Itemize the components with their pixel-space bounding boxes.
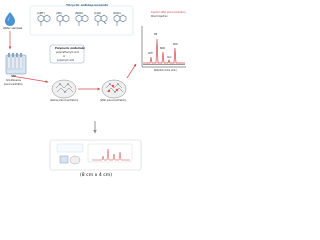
peak-label-nor: NOR xyxy=(160,47,165,50)
compound-structures xyxy=(37,14,127,26)
network-after xyxy=(101,79,127,99)
polymer-title: Polymeric materials: xyxy=(55,47,86,50)
water-drop-icon xyxy=(5,12,15,26)
compound-structure-amt xyxy=(37,14,51,26)
compound-structure-clo xyxy=(94,14,108,26)
peak-label-imi: IMI xyxy=(154,33,158,36)
compound-structure-nor xyxy=(75,14,89,26)
peak-label-amt: AMT xyxy=(148,52,153,55)
spe-subtitle-1: Simultaneous xyxy=(6,79,21,82)
bottle-rack-icon xyxy=(5,53,27,75)
graphical-abstract-diagram xyxy=(5,5,186,171)
before-label: (before preconcentration) xyxy=(50,99,79,102)
legend-item-2: Direct injection xyxy=(151,15,168,18)
water-samples-label: Water samples xyxy=(3,27,23,30)
compound-structure-dox xyxy=(113,14,127,26)
spe-title: SPE xyxy=(11,75,16,78)
polymer-line-2: or xyxy=(63,55,66,58)
polymer-box xyxy=(49,44,85,64)
compound-amt: (AMT) xyxy=(37,12,45,15)
legend-item-1: Injection after preconcentration xyxy=(151,11,186,14)
network-before xyxy=(51,79,77,99)
top-title: Tricyclic antidepressants xyxy=(66,3,109,7)
compound-dox: (DOX) xyxy=(113,12,121,15)
dimension-label: (8 cm x 4 cm) xyxy=(80,173,112,178)
chromatogram xyxy=(141,26,186,68)
peak-label-clo: CLO xyxy=(167,56,172,59)
peak-label-dox: DOX xyxy=(173,43,178,46)
compound-nor: (NOR) xyxy=(75,12,83,15)
after-label: (after preconcentration) xyxy=(100,99,127,102)
polymer-line-3: polyacrylic acid xyxy=(57,59,75,62)
spe-subtitle-2: preconcentration xyxy=(4,83,23,86)
polymer-line-1: polymethacrylic acid xyxy=(56,51,79,54)
x-axis-label: Retention time (min) xyxy=(154,69,177,72)
compound-imi: (IMI) xyxy=(56,12,62,15)
compound-structure-imi xyxy=(56,14,70,26)
compound-clo: (CLO) xyxy=(94,12,102,15)
